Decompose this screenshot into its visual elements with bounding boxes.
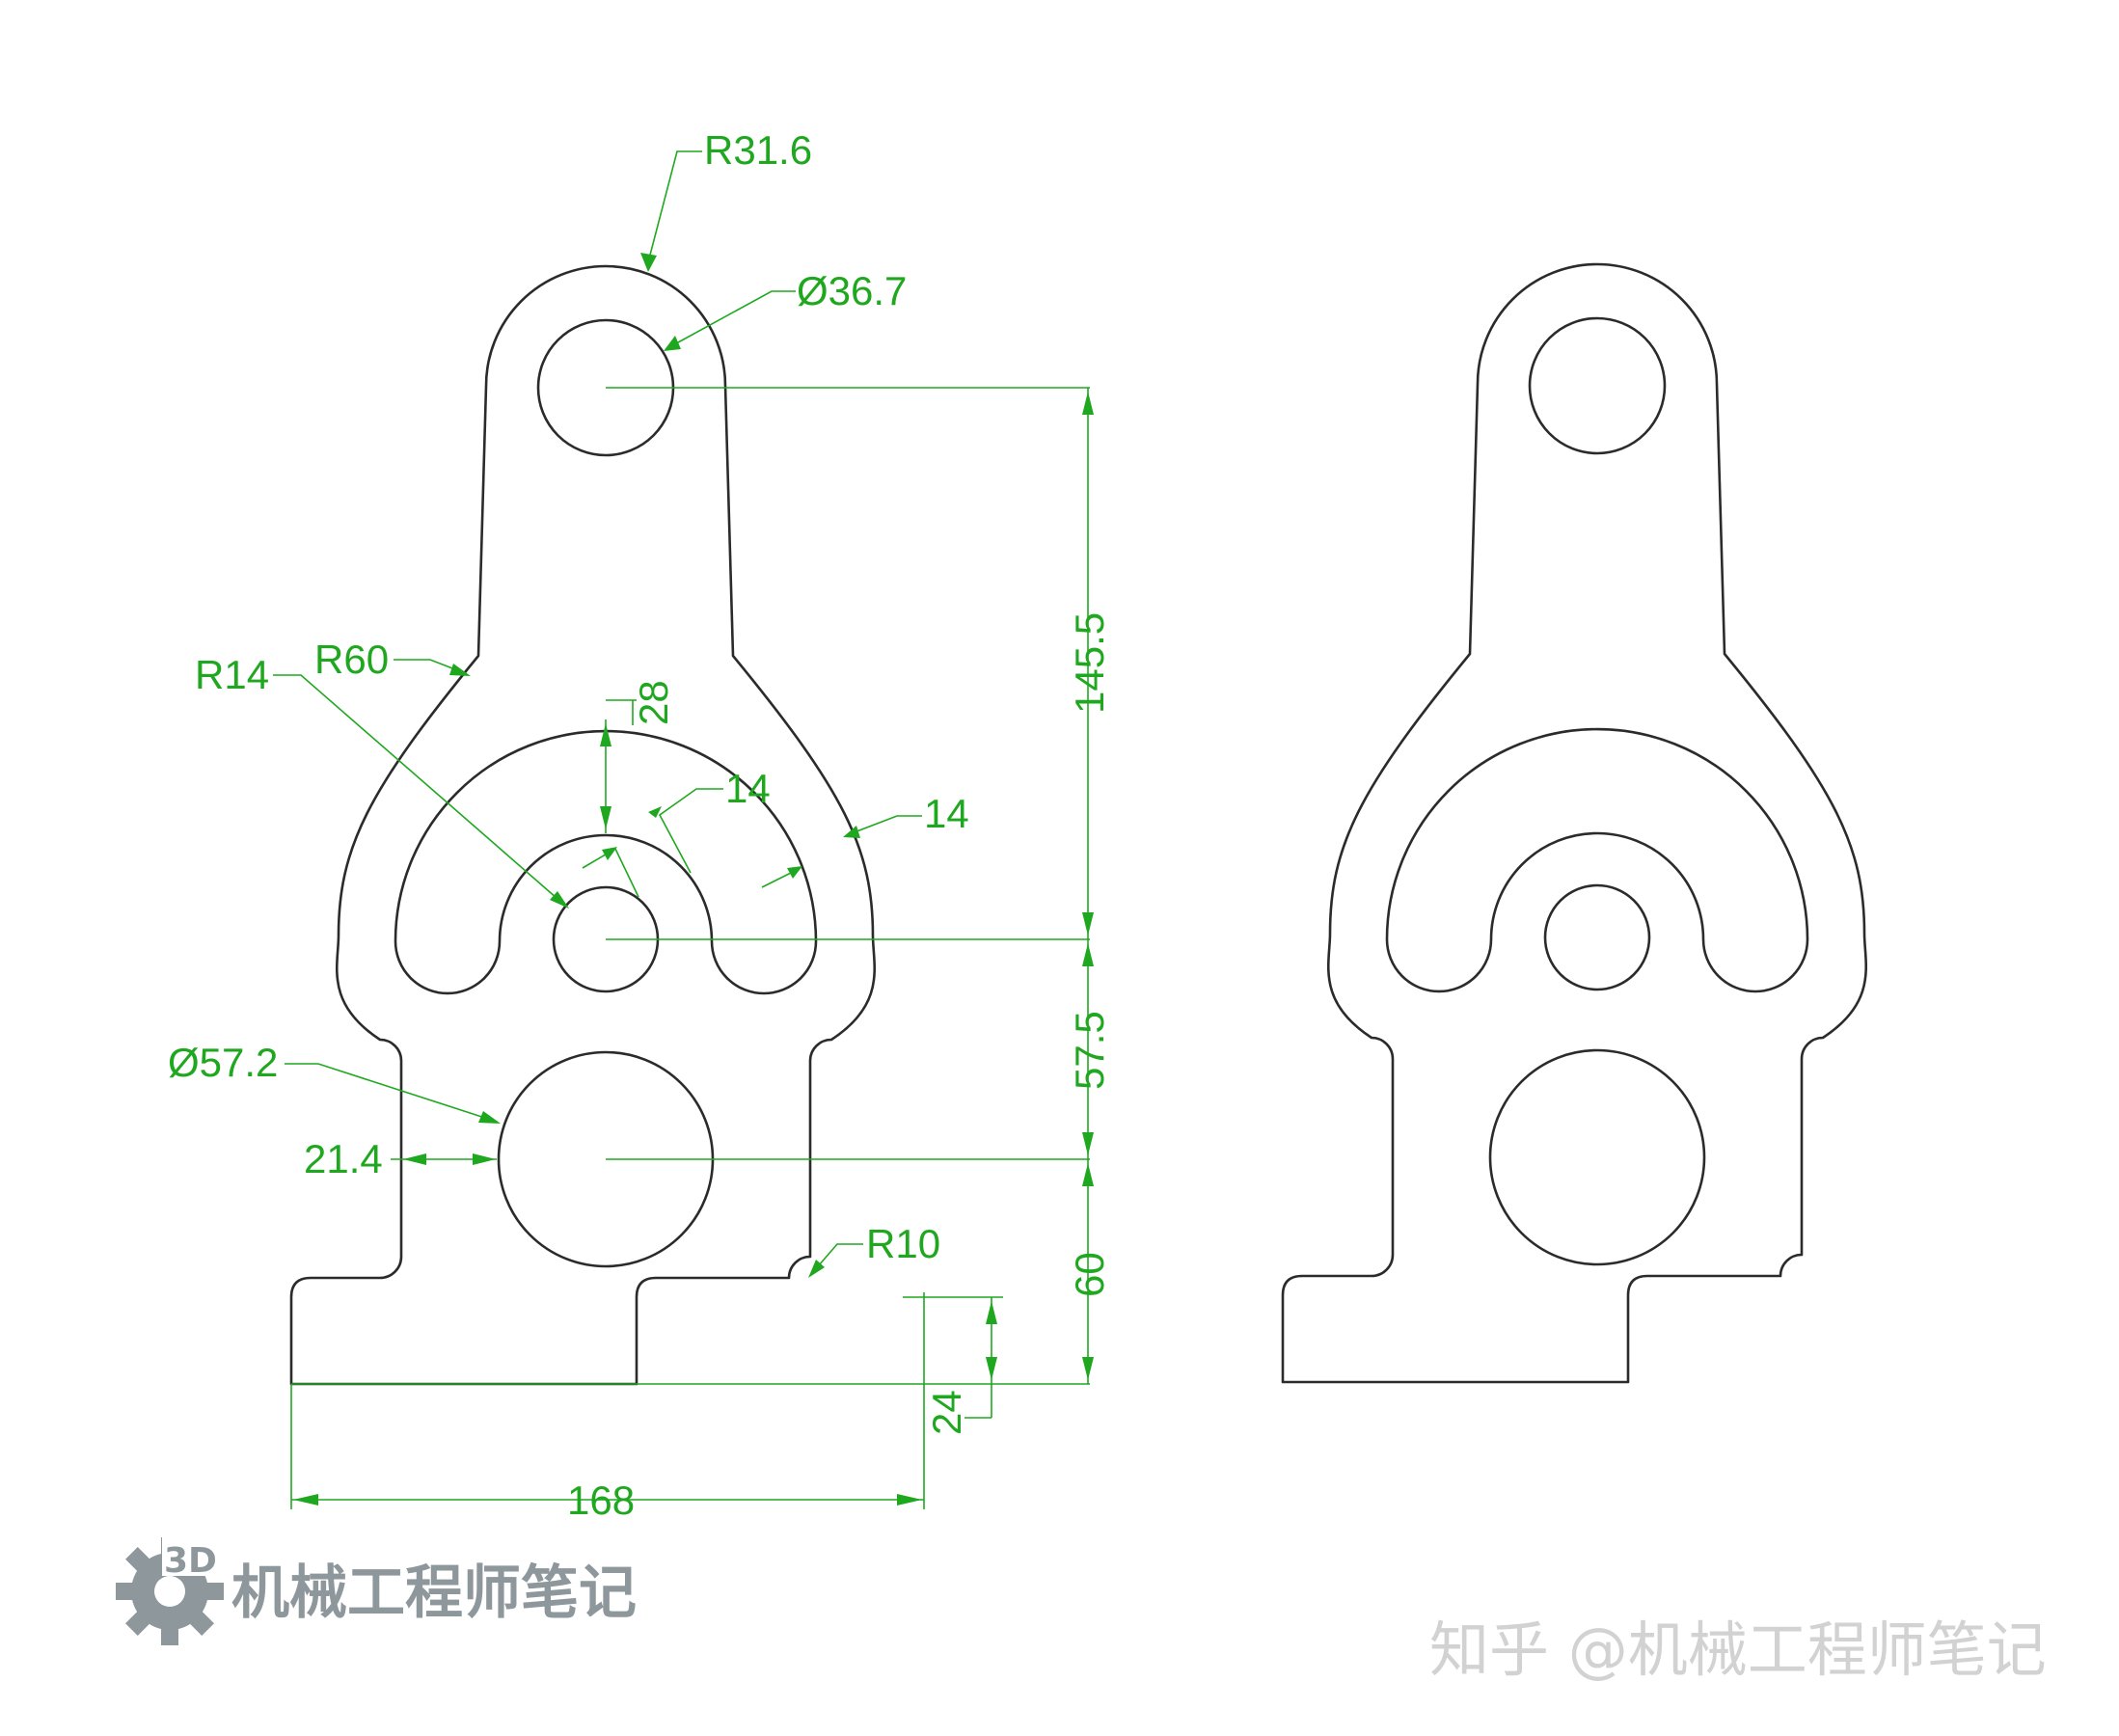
dim-14-inner: 14 bbox=[725, 766, 771, 811]
left-part-view bbox=[289, 264, 877, 1386]
dim-r31-6: R31.6 bbox=[704, 127, 812, 173]
dim-d36-7: Ø36.7 bbox=[797, 268, 907, 313]
logo-text: 机械工程师笔记 bbox=[231, 1560, 637, 1627]
right-part-view bbox=[1281, 262, 1868, 1384]
dim-r14: R14 bbox=[195, 652, 269, 697]
dim-145-5: 145.5 bbox=[1067, 612, 1112, 714]
dim-r10: R10 bbox=[866, 1221, 940, 1266]
dim-d57-2: Ø57.2 bbox=[168, 1040, 278, 1085]
dimension-labels: R31.6 Ø36.7 R14 R60 28 14 14 145.5 57.5 … bbox=[168, 127, 1112, 1523]
zhihu-watermark: 知乎 @机械工程师笔记 bbox=[1429, 1614, 2047, 1685]
logo-badge: 3D bbox=[164, 1541, 217, 1581]
dim-168: 168 bbox=[567, 1478, 635, 1523]
dim-24: 24 bbox=[924, 1390, 969, 1435]
dim-r60: R60 bbox=[314, 637, 389, 682]
dim-60: 60 bbox=[1067, 1252, 1112, 1297]
dim-21-4: 21.4 bbox=[304, 1136, 383, 1181]
dim-28: 28 bbox=[631, 680, 676, 725]
dim-57-5: 57.5 bbox=[1067, 1011, 1112, 1090]
watermark-logo: 3D 机械工程师笔记 bbox=[116, 1537, 637, 1645]
dimension-lines bbox=[273, 150, 1094, 1509]
dim-14-outer: 14 bbox=[924, 791, 969, 836]
